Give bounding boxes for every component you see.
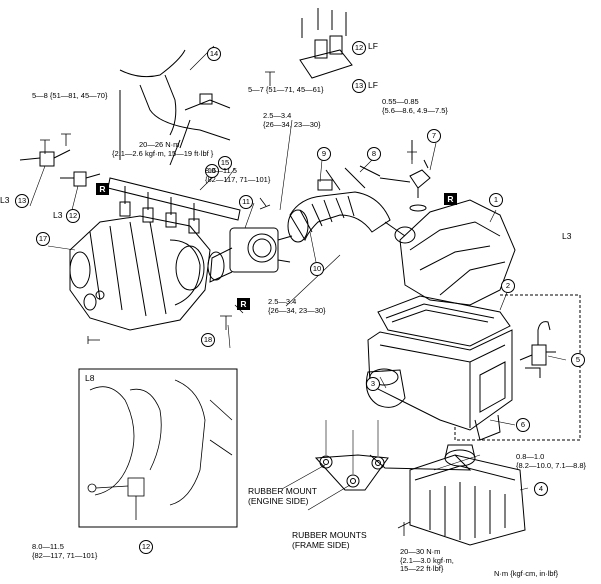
torque-spec-2: 5—7 {51—71, 45—61}: [248, 85, 324, 94]
air-hose: [287, 191, 406, 243]
callout-8: 8: [367, 147, 381, 161]
callout-15: 15: [218, 156, 232, 170]
callout-5: 5: [571, 353, 585, 367]
callout-3: 3: [366, 377, 380, 391]
callout-18: 18: [201, 333, 215, 347]
air-cleaner-element: [377, 295, 511, 347]
vacuum-solenoid: [519, 321, 556, 378]
callout-10: 10: [310, 262, 324, 276]
l8-inset-frame: [78, 368, 238, 528]
torque-spec-5: 2.5—3.4{26—34, 23—30}: [263, 111, 321, 129]
replace-mark: R: [444, 193, 457, 205]
torque-spec-7: 2.5—3.4{26—34, 23—30}: [268, 297, 326, 315]
replace-mark: R: [237, 298, 250, 310]
iat-sensor: [409, 140, 431, 212]
callout-2: 2: [501, 279, 515, 293]
intake-manifold: [69, 215, 211, 331]
variant-label-l8: L8: [85, 373, 95, 383]
replace-mark: R: [96, 183, 109, 195]
resonator: [409, 444, 526, 546]
rubber-mounts: [314, 420, 472, 491]
callout-6: 6: [516, 418, 530, 432]
callout-7: 7: [427, 129, 441, 143]
torque-spec-8: 0.8—1.0{8.2—10.0, 7.1—8.8}: [516, 452, 587, 470]
variant-label-l3: L3: [562, 231, 572, 241]
throttle-body: [207, 227, 293, 283]
callout-12-l8: 12: [139, 540, 153, 554]
callout-11: 11: [239, 195, 253, 209]
vent-hoses: [317, 165, 411, 191]
callout-17: 17: [36, 232, 50, 246]
solenoids-l3: [19, 149, 101, 187]
purge-solenoid-lf: [299, 8, 353, 79]
variant-label-l3: L3: [53, 210, 63, 220]
callout-9: 9: [317, 147, 331, 161]
callout-13-lf: 13: [352, 79, 366, 93]
callout-14: 14: [207, 47, 221, 61]
callout-13-l3: 13: [15, 194, 29, 208]
torque-spec-6: 8.0—11.5{82—117, 71—101}: [205, 166, 271, 184]
leader-lines: [29, 45, 567, 511]
variant-label-lf: LF: [368, 41, 378, 51]
l8-inset-drawing: [87, 379, 233, 520]
torque-spec-3: 0.55—0.85{5.6—8.6, 4.9—7.5}: [382, 97, 448, 115]
variant-label-lf: LF: [368, 80, 378, 90]
torque-spec-9: 20—30 N·m{2.1—3.0 kgf·m,15—22 ft·lbf}: [400, 547, 454, 573]
callout-16: 16: [205, 164, 219, 178]
units-note: N·m {kgf·cm, in·lbf}: [494, 569, 559, 578]
l3-dashed-region: [454, 294, 581, 441]
rubber-mount-engine-label: RUBBER MOUNT(ENGINE SIDE): [248, 486, 317, 506]
bolts: [40, 71, 417, 536]
variant-label-l3: L3: [0, 195, 10, 205]
torque-spec-10: 8.0—11.5{82—117, 71—101}: [32, 542, 98, 560]
air-cleaner-cover: [394, 199, 516, 306]
torque-spec-1: 5—8 {51—81, 45—70}: [32, 91, 108, 100]
rubber-mounts-frame-label: RUBBER MOUNTS(FRAME SIDE): [292, 530, 367, 550]
torque-spec-4: 20—26 N·m{2.1—2.6 kgf·m, 15—19 ft·lbf }: [112, 140, 214, 158]
callout-4: 4: [534, 482, 548, 496]
callout-1: 1: [489, 193, 503, 207]
wiring-harness: [119, 49, 231, 166]
callout-12-l3: 12: [66, 209, 80, 223]
callout-12-lf: 12: [352, 41, 366, 55]
air-cleaner-case: [367, 329, 513, 441]
